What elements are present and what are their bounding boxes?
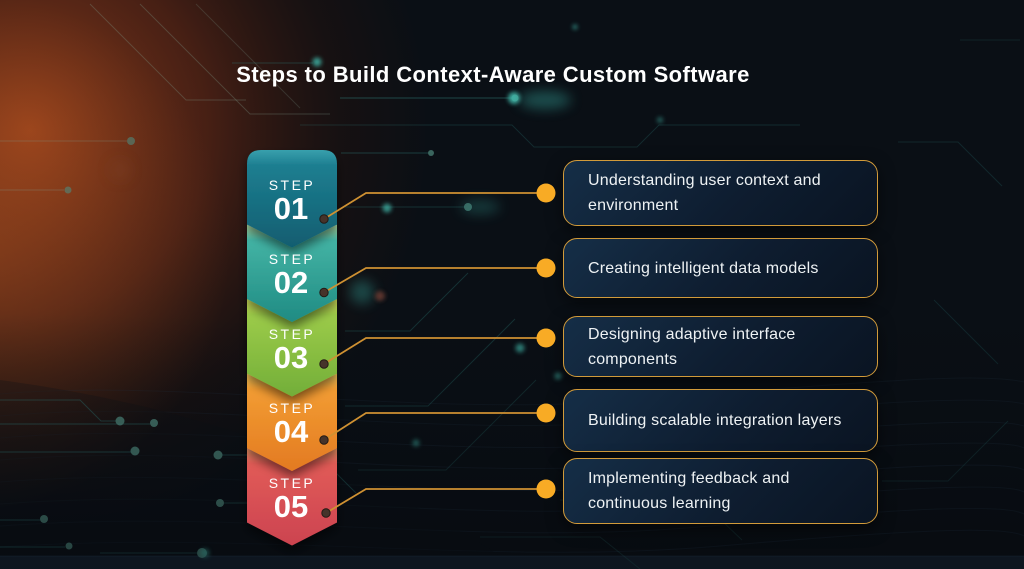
step-arrows bbox=[247, 150, 337, 546]
step-arrow-05 bbox=[247, 448, 337, 546]
step-description-text: Designing adaptive interface components bbox=[588, 325, 796, 368]
connector-origin-dot bbox=[319, 435, 329, 445]
connector-origin-dot bbox=[321, 508, 331, 518]
step-arrow-01 bbox=[247, 150, 337, 248]
step-number: 03 bbox=[274, 340, 308, 375]
connector-origin-dot bbox=[319, 214, 329, 224]
connector-dot bbox=[536, 403, 556, 423]
connector-origin-dot bbox=[319, 287, 329, 298]
connector-dot bbox=[536, 479, 556, 499]
step-description-card-1: Understanding user context and environme… bbox=[563, 160, 878, 226]
step-number: 04 bbox=[274, 414, 309, 449]
step-description-card-4: Building scalable integration layers bbox=[563, 389, 878, 452]
step-description-card-2: Creating intelligent data models bbox=[563, 238, 878, 298]
step-label: STEP bbox=[269, 475, 316, 491]
step-description-text: Implementing feedback and continuous lea… bbox=[588, 470, 790, 512]
connector-line bbox=[323, 337, 546, 365]
connector-origin-dot bbox=[319, 359, 329, 369]
step-number: 01 bbox=[274, 191, 308, 226]
connectors bbox=[319, 183, 556, 518]
step-number: 02 bbox=[274, 265, 308, 300]
step-labels: STEP 01 STEP 02 STEP 03 STEP 04 STEP 05 bbox=[269, 177, 316, 524]
step-label: STEP bbox=[269, 400, 316, 416]
step-description-text: Building scalable integration layers bbox=[588, 412, 842, 429]
step-label: STEP bbox=[269, 251, 316, 267]
step-arrow-03 bbox=[247, 299, 337, 397]
step-description-text: Understanding user context and environme… bbox=[588, 172, 821, 214]
connector-dot bbox=[536, 328, 556, 348]
page-title: Steps to Build Context-Aware Custom Soft… bbox=[236, 62, 750, 87]
step-label: STEP bbox=[269, 177, 316, 193]
step-arrow-02 bbox=[247, 224, 337, 322]
connector-line bbox=[323, 267, 546, 294]
step-arrow-04 bbox=[247, 373, 337, 471]
bottom-band bbox=[0, 556, 1024, 569]
step-description-text: Creating intelligent data models bbox=[588, 259, 819, 277]
connector-dot bbox=[536, 258, 556, 278]
step-number: 05 bbox=[274, 489, 308, 524]
connector-line bbox=[323, 192, 546, 220]
step-label: STEP bbox=[269, 326, 316, 342]
step-description-card-3: Designing adaptive interface components bbox=[563, 316, 878, 377]
connector-dot bbox=[536, 183, 556, 203]
connector-line bbox=[325, 488, 546, 514]
connector-line bbox=[323, 412, 546, 441]
step-description-card-5: Implementing feedback and continuous lea… bbox=[563, 458, 878, 524]
